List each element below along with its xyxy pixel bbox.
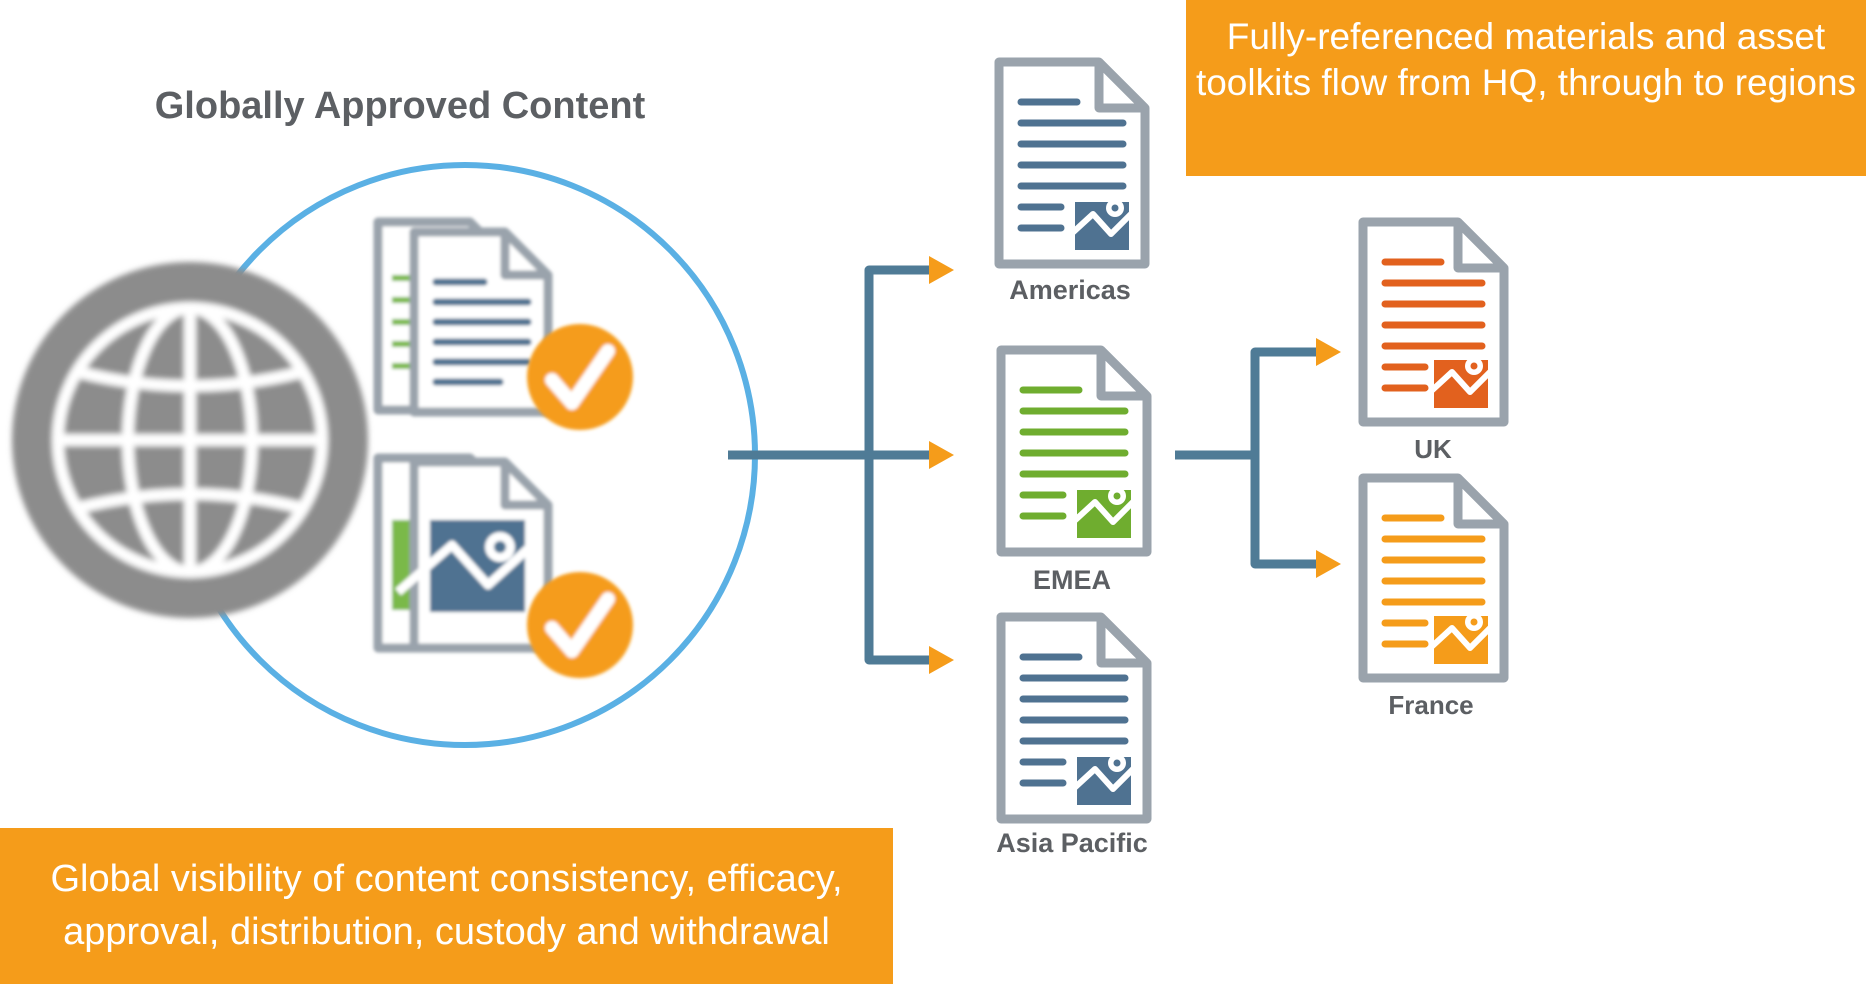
hq-to-regions-connector [728, 265, 937, 665]
region-label-americas: Americas [1009, 275, 1131, 305]
france-document-icon [1358, 473, 1509, 683]
check-badge-icon [527, 572, 633, 678]
emea-document-icon [996, 345, 1152, 557]
region-label-emea: EMEA [1033, 565, 1111, 595]
region-label-asia-pacific: Asia Pacific [996, 828, 1148, 858]
asia-pacific-document-icon [996, 612, 1152, 824]
globe-icon [12, 262, 368, 618]
emea-to-countries-connector [1175, 347, 1320, 569]
country-label-france: France [1388, 690, 1473, 720]
diagram-title: Globally Approved Content [155, 85, 646, 127]
approved-image-document-icon [373, 453, 553, 653]
arrowhead [1316, 338, 1341, 578]
arrowhead [929, 256, 954, 674]
americas-document-icon [994, 57, 1150, 269]
uk-document-icon [1358, 217, 1509, 427]
callout-global-visibility: Global visibility of content consistency… [0, 828, 893, 984]
check-badge-icon [527, 324, 633, 430]
callout-hq-flow: Fully-referenced materials and asset too… [1186, 0, 1866, 176]
approved-text-document-icon [373, 217, 553, 417]
country-label-uk: UK [1414, 434, 1452, 464]
